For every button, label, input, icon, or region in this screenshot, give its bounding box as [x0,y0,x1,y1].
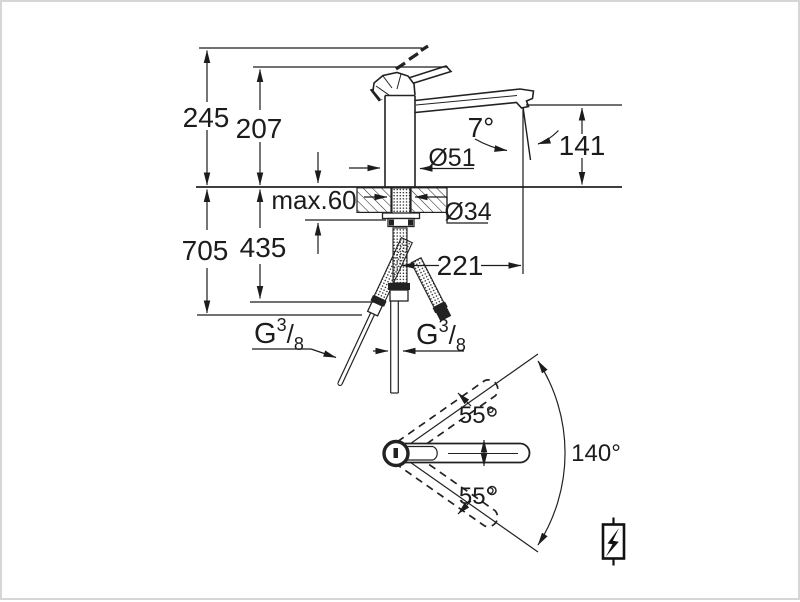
label-swivel-lower: 55° [459,483,495,510]
faucet-side-view [196,44,622,394]
thread-callout-left [252,348,337,359]
label-spout-height: 207 [236,113,283,144]
label-clearance-height: 705 [182,235,229,266]
swivel-arc [537,360,566,546]
label-swivel-upper: 55° [459,402,495,429]
spout-position-right-dashed [396,448,499,528]
spout-top-view [399,442,531,464]
label-spout-angle: 7° [468,112,495,143]
spout-position-left-dashed [397,379,499,458]
faucet-top-view [382,353,566,553]
outlet-dot-upper [487,407,497,417]
faucet-body [384,94,416,187]
label-max-counter: max.60 [271,185,356,215]
label-body-diameter: Ø51 [428,144,475,172]
label-hole-diameter: Ø34 [444,198,491,226]
lightning-bolt-icon [601,517,626,566]
label-underdeck-height: 435 [240,232,287,263]
label-thread-right: G3/8 [416,316,466,355]
label-thread-left: G3/8 [254,315,304,354]
mounting-shank [381,187,421,228]
label-outlet-height: 141 [559,130,606,161]
label-swivel-total: 140° [571,440,621,467]
label-overall-height: 245 [183,102,230,133]
spout [414,88,535,114]
cartridge-dome [372,71,416,101]
side-view-dimensions [197,47,622,359]
dimension-body-diameter [349,164,474,172]
flex-hose-short [410,256,452,322]
outlet-dot-lower [487,485,497,496]
side-view-labels: 245 207 705 435 max.60 Ø51 Ø34 221 141 7… [182,102,606,355]
top-view-labels: 55° 55° 140° [459,402,621,510]
label-spout-reach: 221 [437,250,484,281]
dimension-hole-diameter [364,193,488,224]
flex-hose-long [337,236,414,387]
dimension-spout-angle [474,130,559,152]
lever-raised-dashed [395,44,429,71]
